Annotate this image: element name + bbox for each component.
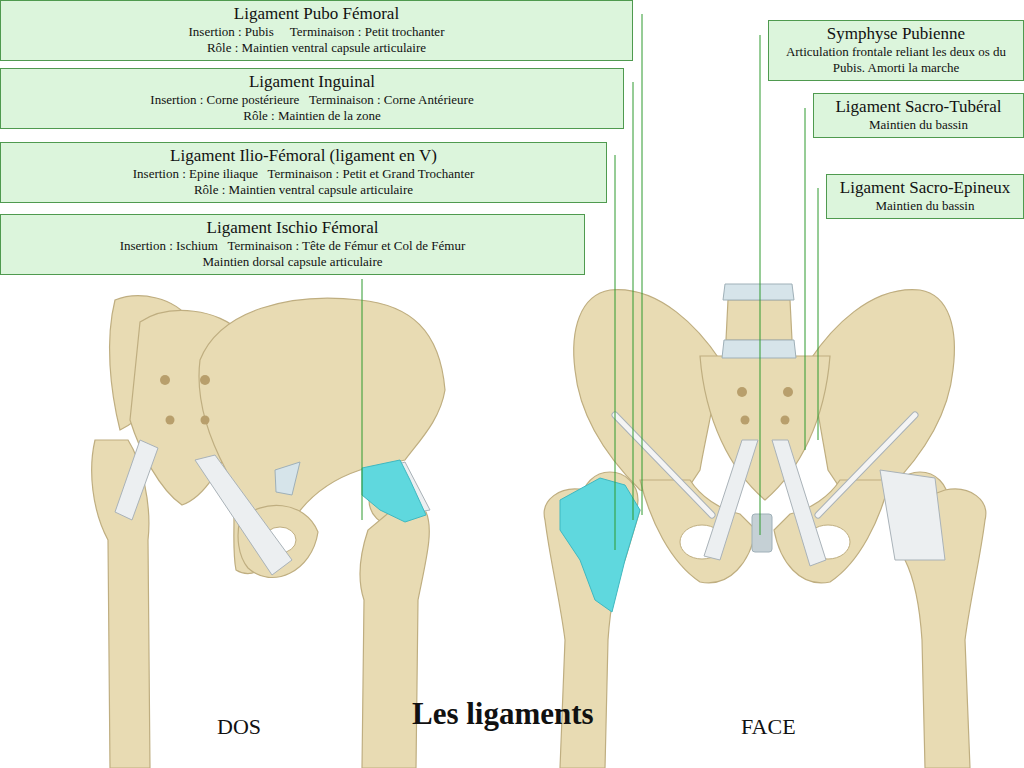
ligament-description: Maintien dorsal capsule articulaire bbox=[7, 254, 578, 270]
leader-line bbox=[818, 188, 819, 440]
leader-line bbox=[633, 82, 634, 520]
ligament-description: Rôle : Maintien ventral capsule articula… bbox=[7, 182, 600, 198]
ligament-box: Ligament Ilio-Fémoral (ligament en V)Ins… bbox=[0, 142, 607, 203]
view-label: DOS bbox=[217, 714, 261, 740]
intervertebral-disc bbox=[723, 284, 794, 300]
sacral-foramen bbox=[783, 387, 793, 397]
ligament-box: Ligament InguinalInsertion : Corne posté… bbox=[0, 68, 624, 129]
sacral-foramen bbox=[741, 416, 750, 425]
vertebra bbox=[726, 300, 792, 340]
pubic-symphysis bbox=[752, 514, 772, 552]
leader-line bbox=[615, 155, 616, 550]
ligament-description: Rôle : Maintien de la zone bbox=[7, 108, 617, 124]
sacrotuberous-band bbox=[772, 440, 826, 566]
intervertebral-disc bbox=[722, 340, 796, 358]
sacrotuberous-band bbox=[195, 455, 292, 575]
ligament-description: Insertion : Corne postérieure Terminaiso… bbox=[7, 92, 617, 108]
ligament-description: Insertion : Pubis Terminaison : Petit tr… bbox=[7, 24, 626, 40]
sacral-foramen bbox=[201, 416, 210, 425]
ligament-name: Symphyse Pubienne bbox=[775, 24, 1017, 44]
ligament-description: Rôle : Maintien ventral capsule articula… bbox=[7, 40, 626, 56]
sacral-foramen bbox=[200, 375, 210, 385]
ligament-name: Ligament Inguinal bbox=[7, 72, 617, 92]
inguinal-ligament bbox=[818, 415, 915, 515]
sacral-foramen bbox=[737, 387, 747, 397]
sacrospinous-band bbox=[115, 440, 158, 520]
sacrospinous-band bbox=[704, 440, 758, 560]
ligament-description: Maintien du bassin bbox=[820, 117, 1017, 133]
ischiofemoral-highlight bbox=[362, 460, 426, 522]
ligament-box: Ligament Pubo FémoralInsertion : Pubis T… bbox=[0, 0, 633, 61]
ligament-box: Ligament Sacro-EpineuxMaintien du bassin bbox=[826, 174, 1024, 219]
hip-capsule bbox=[880, 470, 945, 560]
leader-line bbox=[362, 279, 363, 520]
inguinal-ligament bbox=[818, 415, 915, 515]
ligament-box: Ligament Sacro-TubéralMaintien du bassin bbox=[813, 93, 1024, 138]
right-iliac-wing bbox=[810, 290, 954, 500]
ligament-name: Ligament Sacro-Epineux bbox=[833, 178, 1017, 198]
ligament-description: Articulation frontale reliant les deux o… bbox=[775, 44, 1017, 76]
diagram-title: Les ligaments bbox=[412, 696, 594, 732]
left-iliac-wing bbox=[574, 290, 720, 500]
leader-line bbox=[642, 14, 643, 515]
ligament-box: Symphyse PubienneArticulation frontale r… bbox=[768, 20, 1024, 81]
sacrum bbox=[700, 356, 830, 500]
sacral-foramen bbox=[166, 416, 175, 425]
view-label: FACE bbox=[741, 714, 796, 740]
ligament-description: Insertion : Ischium Terminaison : Tête d… bbox=[7, 238, 578, 254]
leader-line bbox=[760, 35, 761, 535]
sacral-foramen bbox=[160, 375, 170, 385]
ligament-name: Ligament Pubo Fémoral bbox=[7, 4, 626, 24]
hip-capsule bbox=[275, 462, 300, 495]
ligament-description: Maintien du bassin bbox=[833, 198, 1017, 214]
ligament-name: Ligament Ischio Fémoral bbox=[7, 218, 578, 238]
ligament-name: Ligament Ilio-Fémoral (ligament en V) bbox=[7, 146, 600, 166]
sacral-foramen bbox=[781, 416, 790, 425]
leader-line bbox=[805, 108, 806, 450]
ligament-box: Ligament Ischio FémoralInsertion : Ischi… bbox=[0, 214, 585, 275]
iliofemoral-highlight bbox=[560, 478, 640, 612]
ligament-description: Insertion : Epine iliaque Terminaison : … bbox=[7, 166, 600, 182]
ligament-name: Ligament Sacro-Tubéral bbox=[820, 97, 1017, 117]
